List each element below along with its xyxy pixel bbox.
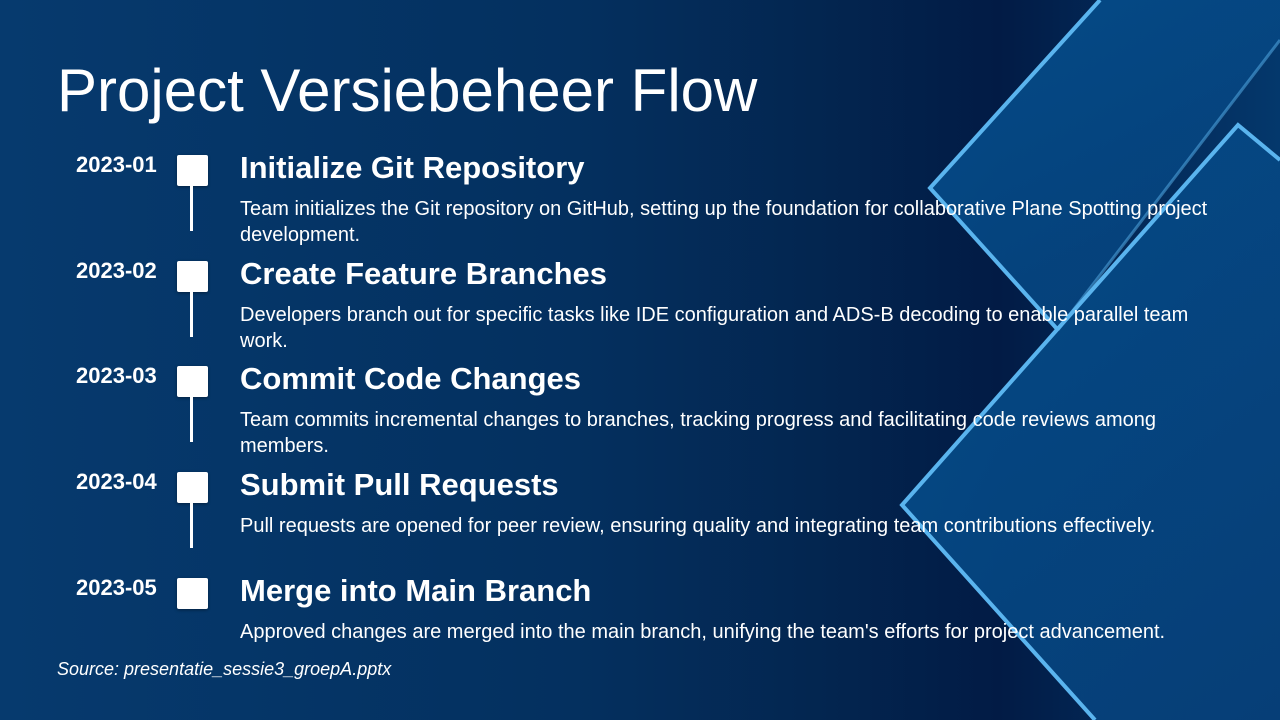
timeline-date: 2023-04 [76,469,157,494]
timeline-connector [190,186,193,231]
timeline-title: Create Feature Branches [240,256,607,291]
timeline-date: 2023-05 [76,575,157,600]
source-caption: Source: presentatie_sessie3_groepA.pptx [57,659,392,679]
timeline-connector [190,503,193,548]
timeline-connector [190,292,193,337]
timeline-description: Team initializes the Git repository on G… [240,198,1208,246]
timeline-description: Team commits incremental changes to bran… [240,409,1156,457]
timeline-date: 2023-02 [76,258,157,283]
timeline-marker [177,578,208,609]
timeline-date: 2023-03 [76,363,157,388]
timeline-item: 2023-01 Initialize Git Repository Team i… [0,150,1280,258]
timeline-marker [177,366,208,397]
timeline-title: Merge into Main Branch [240,573,592,608]
timeline-item: 2023-03 Commit Code Changes Team commits… [0,361,1280,469]
timeline-date: 2023-01 [76,152,157,177]
timeline-item: 2023-02 Create Feature Branches Develope… [0,256,1280,364]
timeline-title: Commit Code Changes [240,361,582,396]
timeline-item: 2023-05 Merge into Main Branch Approved … [0,573,1280,681]
timeline-item: 2023-04 Submit Pull Requests Pull reques… [0,467,1280,575]
timeline-marker [177,155,208,186]
timeline-description: Approved changes are merged into the mai… [240,621,1166,643]
timeline-description: Pull requests are opened for peer review… [240,515,1156,537]
timeline-title: Submit Pull Requests [240,467,559,502]
timeline-description: Developers branch out for specific tasks… [240,304,1189,352]
slide-title: Project Versiebeheer Flow [57,57,758,124]
timeline-marker [177,472,208,503]
timeline-connector [190,397,193,442]
timeline-title: Initialize Git Repository [240,150,585,185]
timeline-marker [177,261,208,292]
